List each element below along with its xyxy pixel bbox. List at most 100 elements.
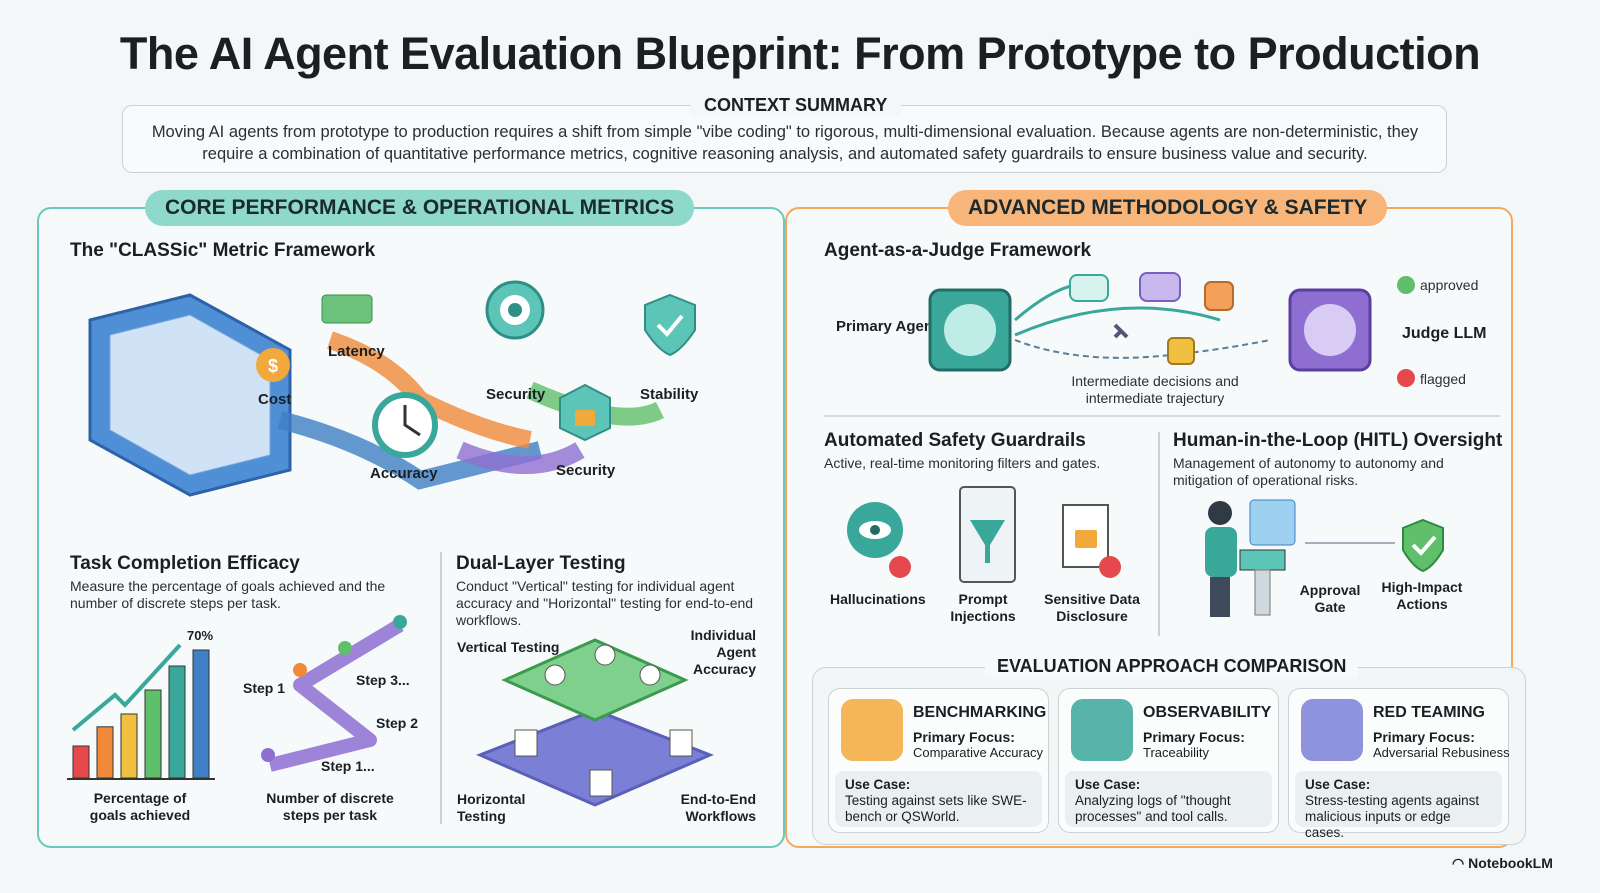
- vertical-testing-label: Vertical Testing: [457, 639, 560, 655]
- step-label: Step 3...: [356, 672, 410, 688]
- card-focus-label: Primary Focus:: [1143, 729, 1245, 745]
- comparison-heading: EVALUATION APPROACH COMPARISON: [985, 656, 1359, 677]
- document-icon: [669, 729, 693, 757]
- classic-framework-illustration: $: [88, 280, 696, 497]
- step-label: Step 1...: [321, 758, 375, 774]
- divider: [824, 415, 1500, 417]
- label-cost: Cost: [258, 391, 292, 408]
- use-case-text: Stress-testing agents against malicious …: [1305, 793, 1480, 840]
- approval-gate-label: Approval Gate: [1299, 582, 1361, 615]
- percent-label: 70%: [187, 628, 214, 643]
- money-bag-icon: $: [256, 348, 290, 382]
- bar: [120, 713, 138, 779]
- comparison-card: RED TEAMING Primary Focus: Adversarial R…: [1288, 688, 1510, 840]
- divider: [440, 552, 442, 824]
- task-completion-title: Task Completion Efficacy: [70, 553, 300, 574]
- core-metrics-heading: CORE PERFORMANCE & OPERATIONAL METRICS: [145, 190, 695, 226]
- context-summary-heading: CONTEXT SUMMARY: [690, 95, 902, 116]
- use-case-text: Analyzing logs of "thought processes" an…: [1075, 793, 1231, 824]
- pin-icon: [293, 663, 307, 677]
- hitl-title: Human-in-the-Loop (HITL) Oversight: [1173, 430, 1503, 451]
- dual-layer-desc: Conduct "Vertical" testing for individua…: [456, 578, 754, 628]
- person-icon: [639, 664, 661, 686]
- magnifier-document-icon: [1071, 699, 1133, 761]
- primary-agent-chip-icon: [928, 288, 1012, 372]
- individual-accuracy-label: Individual Agent Accuracy: [690, 627, 756, 677]
- hallucination-eye-icon: [847, 502, 911, 578]
- card-focus-value: Comparative Accuracy: [913, 745, 1044, 760]
- gear-icon: [544, 664, 566, 686]
- lock-hexagon-icon: [559, 383, 611, 442]
- horizontal-testing-label: Horizontal Testing: [457, 791, 526, 824]
- task-completion-desc: Measure the percentage of goals achieved…: [70, 578, 386, 611]
- bar: [192, 649, 210, 779]
- guardrail-icons: [847, 486, 1121, 583]
- goals-bar-chart: [67, 643, 215, 780]
- wrench-icon: [1113, 323, 1129, 339]
- cash-stack-icon: [321, 294, 373, 324]
- steps-path-illustration: [261, 615, 407, 772]
- pin-icon: [393, 615, 407, 629]
- label-security: Security: [486, 386, 546, 403]
- notebooklm-brand: ◠ NotebookLM: [1452, 855, 1553, 872]
- trend-arrow-icon: [71, 643, 182, 732]
- gear-icon: [594, 644, 616, 666]
- shield-check-icon: [1402, 518, 1444, 573]
- card-focus-label: Primary Focus:: [1373, 729, 1475, 745]
- notebooklm-logo-icon: ◠: [1452, 855, 1469, 871]
- use-case-label: Use Case:: [845, 777, 911, 792]
- tool-icon: [1204, 281, 1234, 311]
- card-title: OBSERVABILITY: [1143, 704, 1272, 721]
- judge-title: Agent-as-a-Judge Framework: [824, 240, 1092, 261]
- brand-text: NotebookLM: [1468, 855, 1553, 871]
- step-label: Step 2: [376, 715, 419, 731]
- check-circle-icon: [1397, 276, 1415, 294]
- pin-icon: [338, 641, 352, 655]
- label-accuracy: Accuracy: [370, 465, 438, 482]
- advanced-safety-heading: ADVANCED METHODOLOGY & SAFETY: [948, 190, 1388, 226]
- classic-title: The "CLASSic" Metric Framework: [70, 240, 376, 261]
- chat-bubble-icon: [1069, 274, 1109, 302]
- pin-icon: [261, 748, 275, 762]
- bar: [168, 665, 186, 779]
- pen-icon: [1167, 337, 1195, 365]
- flagged-label: flagged: [1420, 371, 1466, 387]
- svg-text:$: $: [268, 356, 278, 376]
- shield-check-icon: [644, 293, 696, 357]
- use-case-text: Testing against sets like SWE-bench or Q…: [845, 793, 1027, 824]
- context-summary-text: Moving AI agents from prototype to produ…: [151, 123, 1419, 163]
- guardrail-label: Sensitive Data Disclosure: [1044, 591, 1140, 624]
- page-title: The AI Agent Evaluation Blueprint: From …: [119, 28, 1481, 79]
- divider: [1158, 432, 1160, 636]
- dual-layer-illustration: [476, 638, 714, 807]
- card-focus-label: Primary Focus:: [913, 729, 1015, 745]
- approved-label: approved: [1420, 277, 1479, 293]
- card-focus-value: Traceability: [1143, 745, 1209, 760]
- judge-llm-chip-icon: [1288, 288, 1372, 372]
- dual-layer-title: Dual-Layer Testing: [456, 553, 626, 574]
- judge-llm-label: Judge LLM: [1402, 325, 1487, 342]
- prompt-filter-icon: [959, 486, 1016, 583]
- person-at-terminal-icon: [1205, 499, 1296, 617]
- bar: [72, 745, 90, 779]
- guardrail-label: Hallucinations: [830, 591, 926, 607]
- comparison-card: OBSERVABILITY Primary Focus: Traceabilit…: [1058, 688, 1279, 833]
- card-use-case: Use Case:Testing against sets like SWE-b…: [835, 771, 1042, 827]
- use-case-label: Use Case:: [1075, 777, 1141, 792]
- message-icon: [1139, 272, 1181, 302]
- label-security-lock: Security: [556, 462, 616, 479]
- goals-chart-caption: Percentage of goals achieved: [89, 790, 191, 823]
- guardrail-label: Prompt Injections: [950, 591, 1016, 624]
- card-title: RED TEAMING: [1373, 704, 1485, 721]
- card-use-case: Use Case:Analyzing logs of "thought proc…: [1065, 771, 1272, 827]
- guardrails-desc: Active, real-time monitoring filters and…: [824, 455, 1101, 471]
- label-latency: Latency: [328, 343, 385, 360]
- use-case-label: Use Case:: [1305, 777, 1371, 792]
- e2e-workflows-label: End-to-End Workflows: [680, 791, 756, 824]
- bar: [96, 726, 114, 779]
- bar: [144, 689, 162, 779]
- document-icon: [589, 769, 613, 797]
- comparison-card: BENCHMARKING Primary Focus: Comparative …: [828, 688, 1049, 833]
- hitl-illustration: [1205, 499, 1444, 617]
- step-label: Step 1: [243, 680, 286, 696]
